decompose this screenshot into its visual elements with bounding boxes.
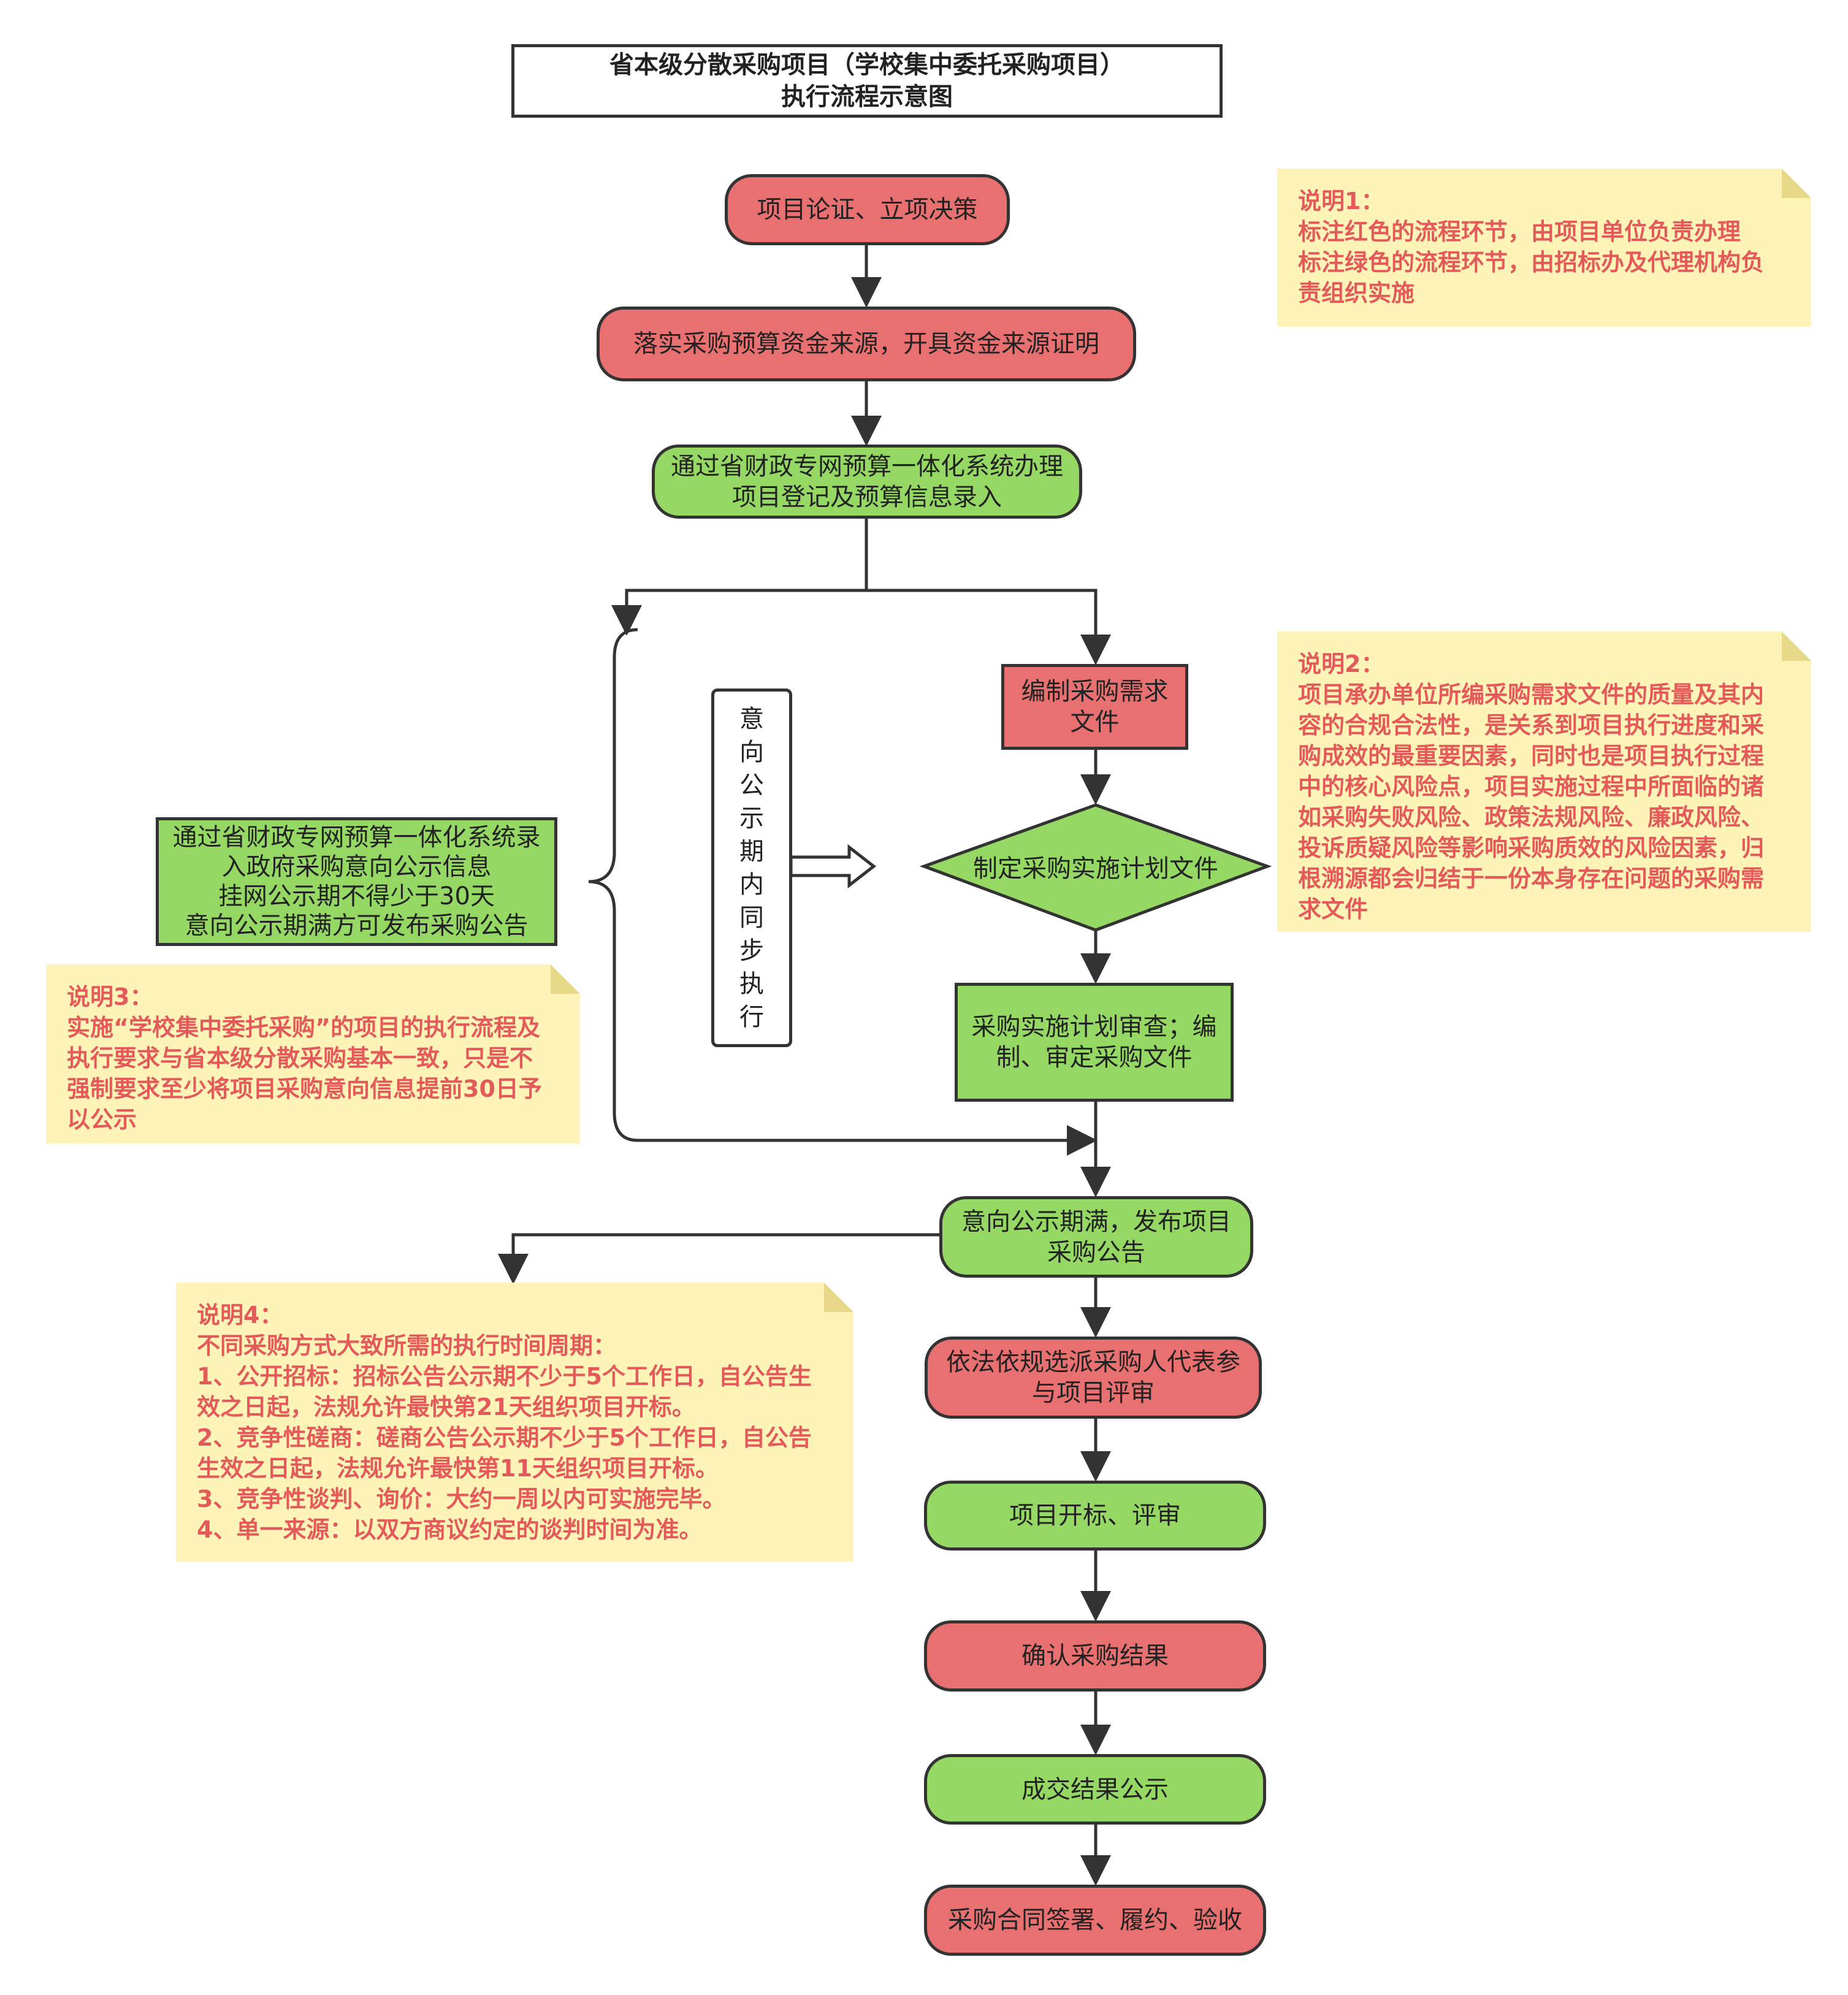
vertical-char: 示	[739, 804, 764, 833]
side-box-line4: 意向公示期满方可发布采购公告	[185, 912, 529, 940]
note-line: 2、竞争性磋商：磋商公告公示期不少于5个工作日，自公告	[197, 1424, 812, 1451]
note-title: 说明4：	[197, 1302, 283, 1329]
node-label: 落实采购预算资金来源，开具资金来源证明	[633, 330, 1099, 358]
note-line: 3、竞争性谈判、询价：大约一周以内可实施完毕。	[197, 1486, 726, 1512]
note-line: 投诉质疑风险等影响采购质效的风险因素，归	[1298, 834, 1765, 861]
node-confirm-result: 确认采购结果	[924, 1620, 1266, 1692]
node-label: 采购合同签署、履约、验收	[948, 1906, 1242, 1934]
note-line: 效之日起，法规允许最快第21天组织项目开标。	[197, 1394, 695, 1421]
node-intention-publication: 通过省财政专网预算一体化系统录 入政府采购意向公示信息 挂网公示期不得少于30天…	[156, 817, 557, 946]
node-result-publication: 成交结果公示	[924, 1754, 1266, 1825]
note-line: 不同采购方式大致所需的执行时间周期：	[197, 1332, 617, 1359]
vertical-char: 期	[739, 837, 764, 866]
vertical-char: 步	[739, 936, 764, 965]
title-line2: 执行流程示意图	[781, 83, 953, 111]
brace	[588, 628, 638, 1142]
node-label-line1: 采购实施计划审查；编	[971, 1013, 1217, 1041]
note-line: 项目承办单位所编采购需求文件的质量及其内	[1298, 681, 1765, 708]
node-label-line1: 通过省财政专网预算一体化系统办理	[671, 452, 1063, 481]
node-requirement-document: 编制采购需求 文件	[1001, 664, 1188, 750]
note-line: 购成效的最重要因素，同时也是项目执行过程	[1298, 742, 1765, 769]
note-line: 4、单一来源：以双方商议约定的谈判时间为准。	[197, 1516, 703, 1543]
note-line: 生效之日起，法规允许最快第11天组织项目开标。	[197, 1455, 719, 1482]
node-label-line1: 编制采购需求	[1021, 677, 1169, 706]
vertical-char: 同	[739, 903, 764, 932]
node-label: 项目开标、评审	[1009, 1501, 1181, 1530]
node-budget-source: 落实采购预算资金来源，开具资金来源证明	[597, 307, 1136, 381]
note-title: 说明1：	[1298, 188, 1384, 215]
note-line: 中的核心风险点，项目实施过程中所面临的诸	[1298, 773, 1765, 800]
vertical-char: 内	[739, 870, 764, 899]
node-label: 制定采购实施计划文件	[973, 855, 1218, 883]
note-line: 强制要求至少将项目采购意向信息提前30日予	[67, 1075, 542, 1102]
node-label-line1: 依法依规选派采购人代表参	[946, 1348, 1240, 1376]
node-contract-signing: 采购合同签署、履约、验收	[924, 1885, 1266, 1956]
hollow-arrow-icon	[789, 844, 877, 889]
note-line: 标注红色的流程环节，由项目单位负责办理	[1298, 218, 1741, 245]
node-label: 确认采购结果	[1021, 1642, 1169, 1670]
note-line: 根溯源都会归结于一份本身存在问题的采购需	[1298, 865, 1765, 892]
note-line: 容的合规合法性，是关系到项目执行进度和采	[1298, 712, 1765, 739]
vertical-char: 向	[739, 738, 764, 766]
node-label-line2: 文件	[1070, 708, 1120, 736]
note-fold-icon	[1782, 631, 1811, 661]
vertical-char: 执	[739, 969, 764, 998]
diamond-shape	[919, 803, 1272, 932]
note-title: 说明3：	[67, 983, 153, 1010]
note-line: 如采购失败风险、政策法规风险、廉政风险、	[1298, 804, 1765, 831]
note-line: 执行要求与省本级分散采购基本一致，只是不	[67, 1045, 533, 1072]
node-label-line2: 与项目评审	[1032, 1379, 1155, 1407]
arrow-n3-n4	[865, 519, 1111, 665]
vertical-char: 意	[739, 704, 764, 733]
diagram-title: 省本级分散采购项目（学校集中委托采购项目） 执行流程示意图	[511, 44, 1223, 118]
note-fold-icon	[551, 964, 580, 994]
note-2: 说明2： 项目承办单位所编采购需求文件的质量及其内 容的合规合法性，是关系到项目…	[1277, 631, 1811, 932]
arrow-n7-note4	[498, 1233, 939, 1284]
node-publish-announcement: 意向公示期满，发布项目 采购公告	[939, 1196, 1253, 1278]
note-line: 实施“学校集中委托采购”的项目的执行流程及	[67, 1014, 540, 1041]
node-plan-review: 采购实施计划审查；编 制、审定采购文件	[955, 983, 1234, 1102]
node-label: 成交结果公示	[1021, 1775, 1169, 1804]
vertical-label-box: 意 向 公 示 期 内 同 步 执 行	[711, 689, 792, 1047]
node-label-line2: 采购公告	[1047, 1238, 1145, 1267]
node-bid-opening: 项目开标、评审	[924, 1481, 1266, 1551]
note-fold-icon	[1782, 169, 1811, 198]
node-label-line1: 意向公示期满，发布项目	[961, 1207, 1231, 1236]
node-project-decision: 项目论证、立项决策	[725, 174, 1010, 245]
note-line: 责组织实施	[1298, 280, 1415, 307]
note-4: 说明4： 不同采购方式大致所需的执行时间周期： 1、公开招标：招标公告公示期不少…	[176, 1283, 853, 1562]
note-line: 求文件	[1298, 896, 1369, 923]
node-label-line2: 制、审定采购文件	[996, 1043, 1193, 1072]
title-line1: 省本级分散采购项目（学校集中委托采购项目）	[609, 51, 1124, 79]
note-1: 说明1： 标注红色的流程环节，由项目单位负责办理 标注绿色的流程环节，由招标办及…	[1277, 169, 1811, 327]
node-implementation-plan: 制定采购实施计划文件	[944, 840, 1247, 893]
side-box-line3: 挂网公示期不得少于30天	[218, 882, 495, 910]
note-fold-icon	[824, 1283, 853, 1312]
side-box-line1: 通过省财政专网预算一体化系统录	[172, 823, 541, 852]
note-line: 1、公开招标：招标公告公示期不少于5个工作日，自公告生	[197, 1363, 812, 1390]
note-title: 说明2：	[1298, 650, 1384, 677]
arrow-n3-left	[611, 589, 866, 636]
note-line: 标注绿色的流程环节，由招标办及代理机构负	[1298, 249, 1765, 276]
side-box-line2: 入政府采购意向公示信息	[221, 853, 492, 881]
node-assign-representative: 依法依规选派采购人代表参 与项目评审	[925, 1337, 1262, 1419]
node-label: 项目论证、立项决策	[757, 196, 978, 224]
node-label-line2: 项目登记及预算信息录入	[732, 483, 1002, 511]
note-3: 说明3： 实施“学校集中委托采购”的项目的执行流程及 执行要求与省本级分散采购基…	[46, 964, 580, 1143]
node-project-registration: 通过省财政专网预算一体化系统办理 项目登记及预算信息录入	[652, 444, 1082, 519]
vertical-char: 行	[739, 1002, 764, 1031]
vertical-char: 公	[739, 771, 764, 799]
note-line: 以公示	[67, 1106, 137, 1133]
